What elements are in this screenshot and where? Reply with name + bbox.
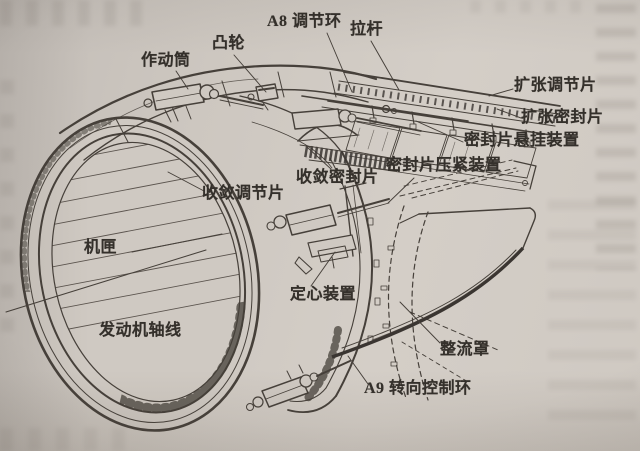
label-divergent-seal-flap: 扩张密封片 [521, 109, 604, 126]
leader-lines [131, 32, 522, 385]
label-a9-vectoring-control-ring: A9 转向控制环 [364, 380, 472, 397]
label-seal-suspension-device: 密封片悬挂装置 [464, 132, 580, 149]
engine-axis-line [5, 249, 207, 313]
label-seal-clamping-device: 密封片压紧装置 [386, 157, 502, 174]
label-fairing: 整流罩 [440, 341, 490, 358]
rear-ring [287, 151, 381, 414]
a9-ring-dashed [380, 159, 537, 401]
bottom-actuator [246, 360, 351, 411]
top-actuator [143, 83, 264, 123]
tie-rods [301, 95, 501, 135]
upper-linkage-actuator [291, 108, 422, 136]
a8-ring-band [327, 71, 561, 148]
label-convergent-seal-flap: 收敛密封片 [296, 169, 379, 186]
mid-actuator [266, 182, 390, 257]
fairing-wedge [331, 207, 537, 359]
label-divergent-flap: 扩张调节片 [514, 77, 597, 94]
label-tie-rod: 拉杆 [350, 21, 384, 38]
label-actuator-cylinder: 作动筒 [141, 52, 191, 69]
cam-part [247, 83, 279, 111]
label-engine-axis: 发动机轴线 [99, 322, 182, 339]
label-casing: 机匣 [84, 239, 118, 256]
centering-device-parts [294, 234, 357, 275]
label-cam: 凸轮 [212, 35, 246, 52]
label-a8-adjusting-ring: A8 调节环 [267, 13, 342, 30]
label-centering-device: 定心装置 [290, 286, 357, 303]
casing-front-ring [19, 116, 264, 432]
label-convergent-flap: 收敛调节片 [202, 185, 285, 202]
